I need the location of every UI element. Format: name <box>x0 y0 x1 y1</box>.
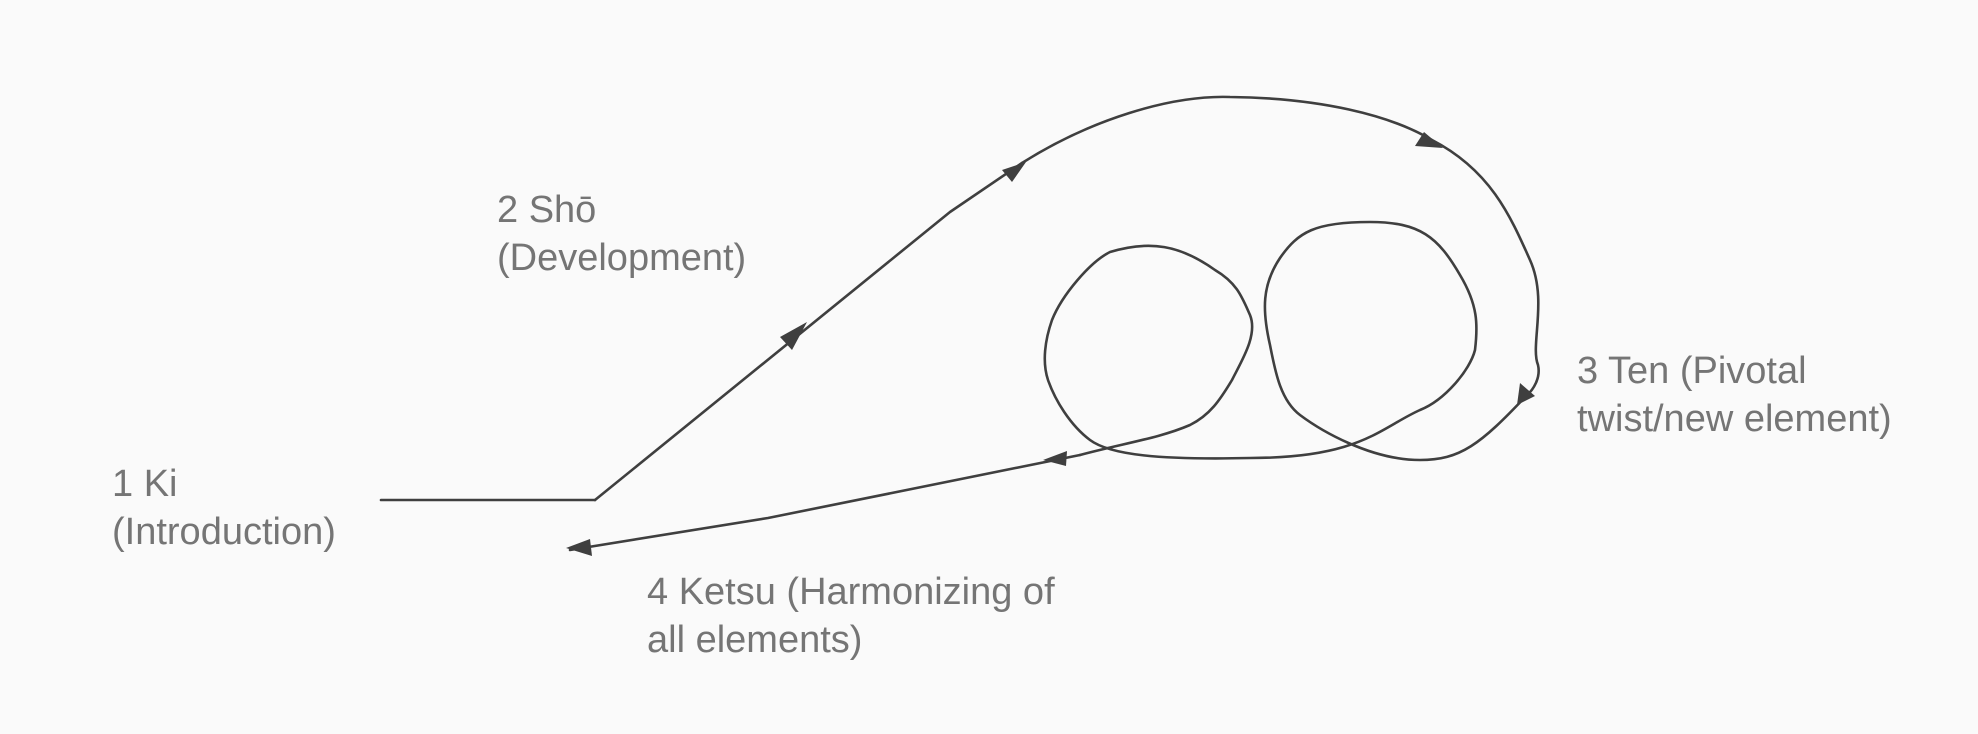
stage-ki-line-1: 1 Ki <box>112 463 178 505</box>
arrowhead-resolution <box>566 539 592 556</box>
stage-sho-line-1: 2 Shō <box>497 189 597 231</box>
arrowhead-arc <box>1415 132 1443 148</box>
stage-label-ketsu: 4 Ketsu (Harmonizing of all elements) <box>647 568 1055 664</box>
stage-label-sho: 2 Shō (Development) <box>497 186 746 282</box>
stage-ketsu-line-2: all elements) <box>647 619 863 661</box>
twist-loops <box>1043 220 1529 462</box>
stage-label-ki: 1 Ki (Introduction) <box>112 460 336 556</box>
arrowhead-rise <box>1002 162 1026 182</box>
stage-label-ten: 3 Ten (Pivotal twist/new element) <box>1577 347 1892 443</box>
stage-ten-line-2: twist/new element) <box>1577 398 1892 440</box>
arrowhead-pivot <box>1517 383 1535 405</box>
resolution-line <box>568 453 1082 552</box>
arrowhead-development <box>780 322 807 350</box>
stage-ki-line-2: (Introduction) <box>112 511 336 553</box>
pivot-arc <box>1020 95 1540 397</box>
arrowhead-loops <box>1043 451 1067 466</box>
development-rise <box>593 161 1024 502</box>
stage-ten-line-1: 3 Ten (Pivotal <box>1577 350 1807 392</box>
stage-sho-line-2: (Development) <box>497 237 747 279</box>
stage-ketsu-line-1: 4 Ketsu (Harmonizing of <box>647 571 1055 613</box>
